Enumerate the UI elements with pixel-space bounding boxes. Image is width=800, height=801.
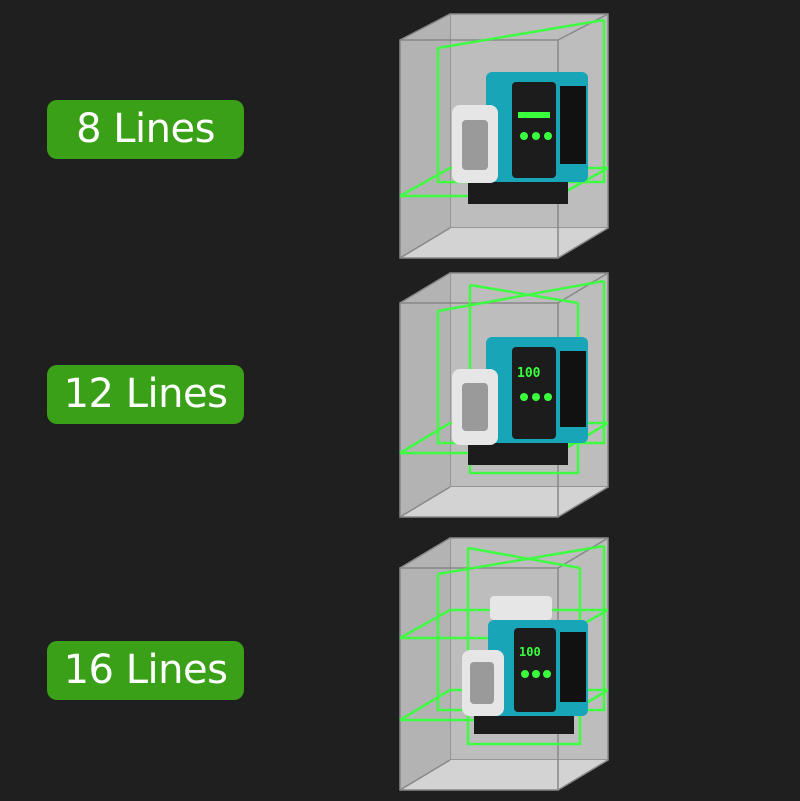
laser-level-device: 100: [462, 596, 588, 734]
device-display-readout: 100: [517, 366, 541, 381]
variant-12-lines: 12 Lines 100: [0, 267, 800, 534]
line-count-badge: 12 Lines: [47, 365, 244, 424]
line-count-badge: 16 Lines: [47, 641, 244, 700]
variant-8-lines: 8 Lines: [0, 0, 800, 267]
line-count-badge: 8 Lines: [47, 100, 244, 159]
laser-level-illustration: 100: [399, 272, 609, 518]
laser-level-illustration: 100: [399, 537, 609, 791]
laser-level-device: [452, 72, 588, 204]
laser-level-illustration: [399, 13, 609, 259]
variant-16-lines: 16 Lines 100: [0, 534, 800, 801]
laser-level-device: 100: [452, 337, 588, 465]
device-display-readout: 100: [519, 645, 541, 659]
